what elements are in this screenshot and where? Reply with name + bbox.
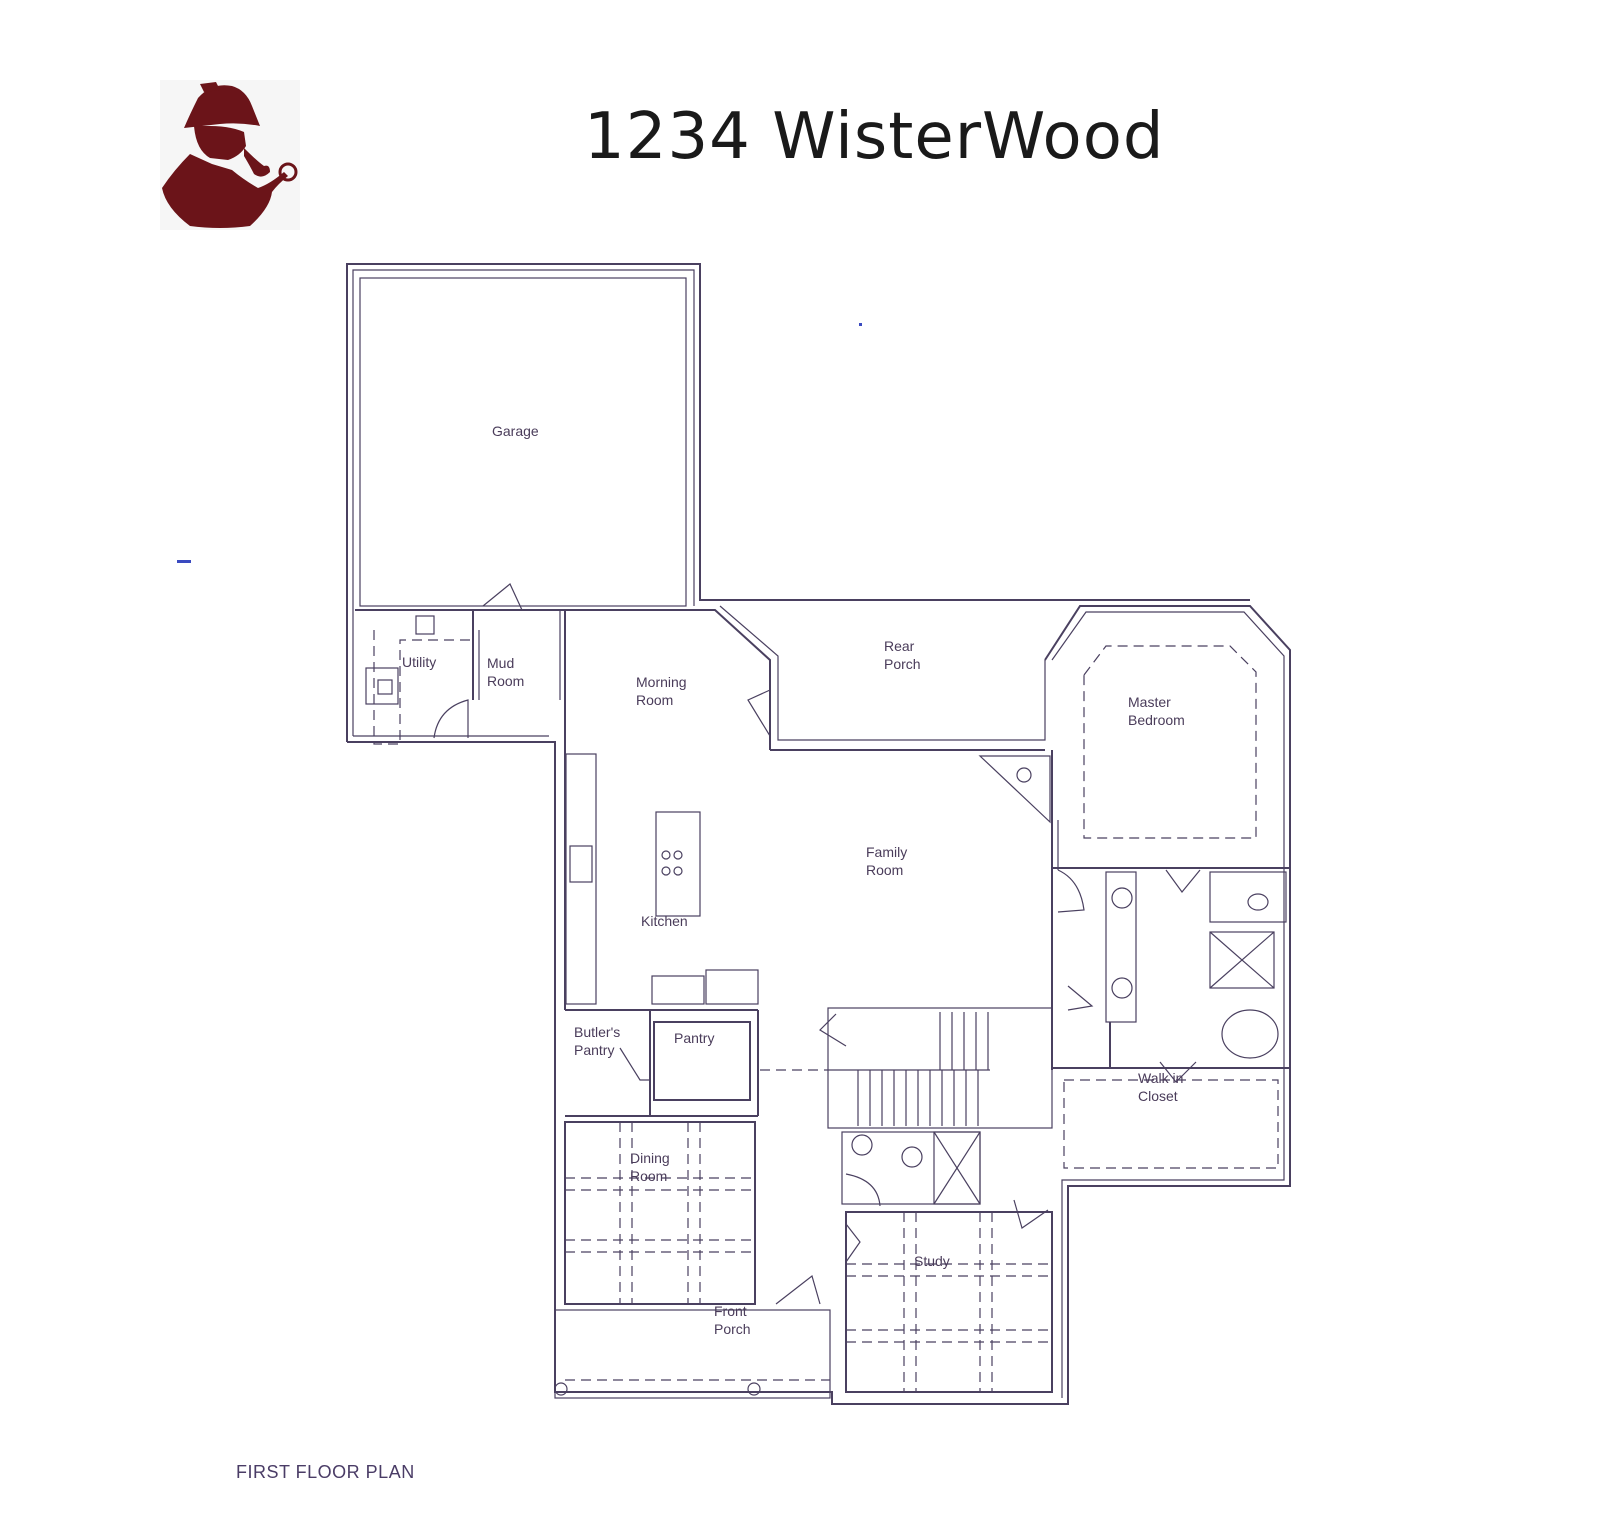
svg-text:Bedroom: Bedroom bbox=[1128, 712, 1185, 728]
label-pantry: Pantry bbox=[674, 1030, 714, 1046]
label-butlers-pantry: Butler's bbox=[574, 1024, 620, 1040]
svg-text:Closet: Closet bbox=[1138, 1088, 1178, 1104]
label-front-porch: Front bbox=[714, 1303, 747, 1319]
blue-dash-mark bbox=[177, 560, 191, 563]
label-kitchen: Kitchen bbox=[641, 913, 688, 929]
interior-walls bbox=[355, 605, 1290, 1399]
svg-text:Pantry: Pantry bbox=[574, 1042, 614, 1058]
label-mud-room: Mud bbox=[487, 655, 514, 671]
label-master-bedroom: Master bbox=[1128, 694, 1171, 710]
label-family-room: Family bbox=[866, 844, 907, 860]
door-swings bbox=[433, 583, 1201, 1305]
svg-text:Porch: Porch bbox=[714, 1321, 751, 1337]
label-garage: Garage bbox=[492, 423, 539, 439]
label-study: Study bbox=[914, 1253, 950, 1269]
svg-text:Porch: Porch bbox=[884, 656, 921, 672]
exterior-walls bbox=[346, 263, 1291, 1405]
label-dining-room: Dining bbox=[630, 1150, 670, 1166]
svg-text:Room: Room bbox=[630, 1168, 667, 1184]
label-rear-porch: Rear bbox=[884, 638, 915, 654]
detective-silhouette-icon bbox=[160, 80, 300, 230]
svg-text:Room: Room bbox=[487, 673, 524, 689]
svg-text:Room: Room bbox=[866, 862, 903, 878]
label-morning-room: Morning bbox=[636, 674, 687, 690]
page-title: 1234 WisterWood bbox=[584, 100, 1165, 174]
label-utility: Utility bbox=[402, 654, 436, 670]
room-labels: Garage Utility Mud Room Morning Room Rea… bbox=[402, 423, 1185, 1337]
svg-text:Room: Room bbox=[636, 692, 673, 708]
blue-dot-mark bbox=[859, 323, 862, 326]
plan-caption: FIRST FLOOR PLAN bbox=[236, 1462, 415, 1482]
label-walk-in-closet: Walk in bbox=[1138, 1070, 1183, 1086]
